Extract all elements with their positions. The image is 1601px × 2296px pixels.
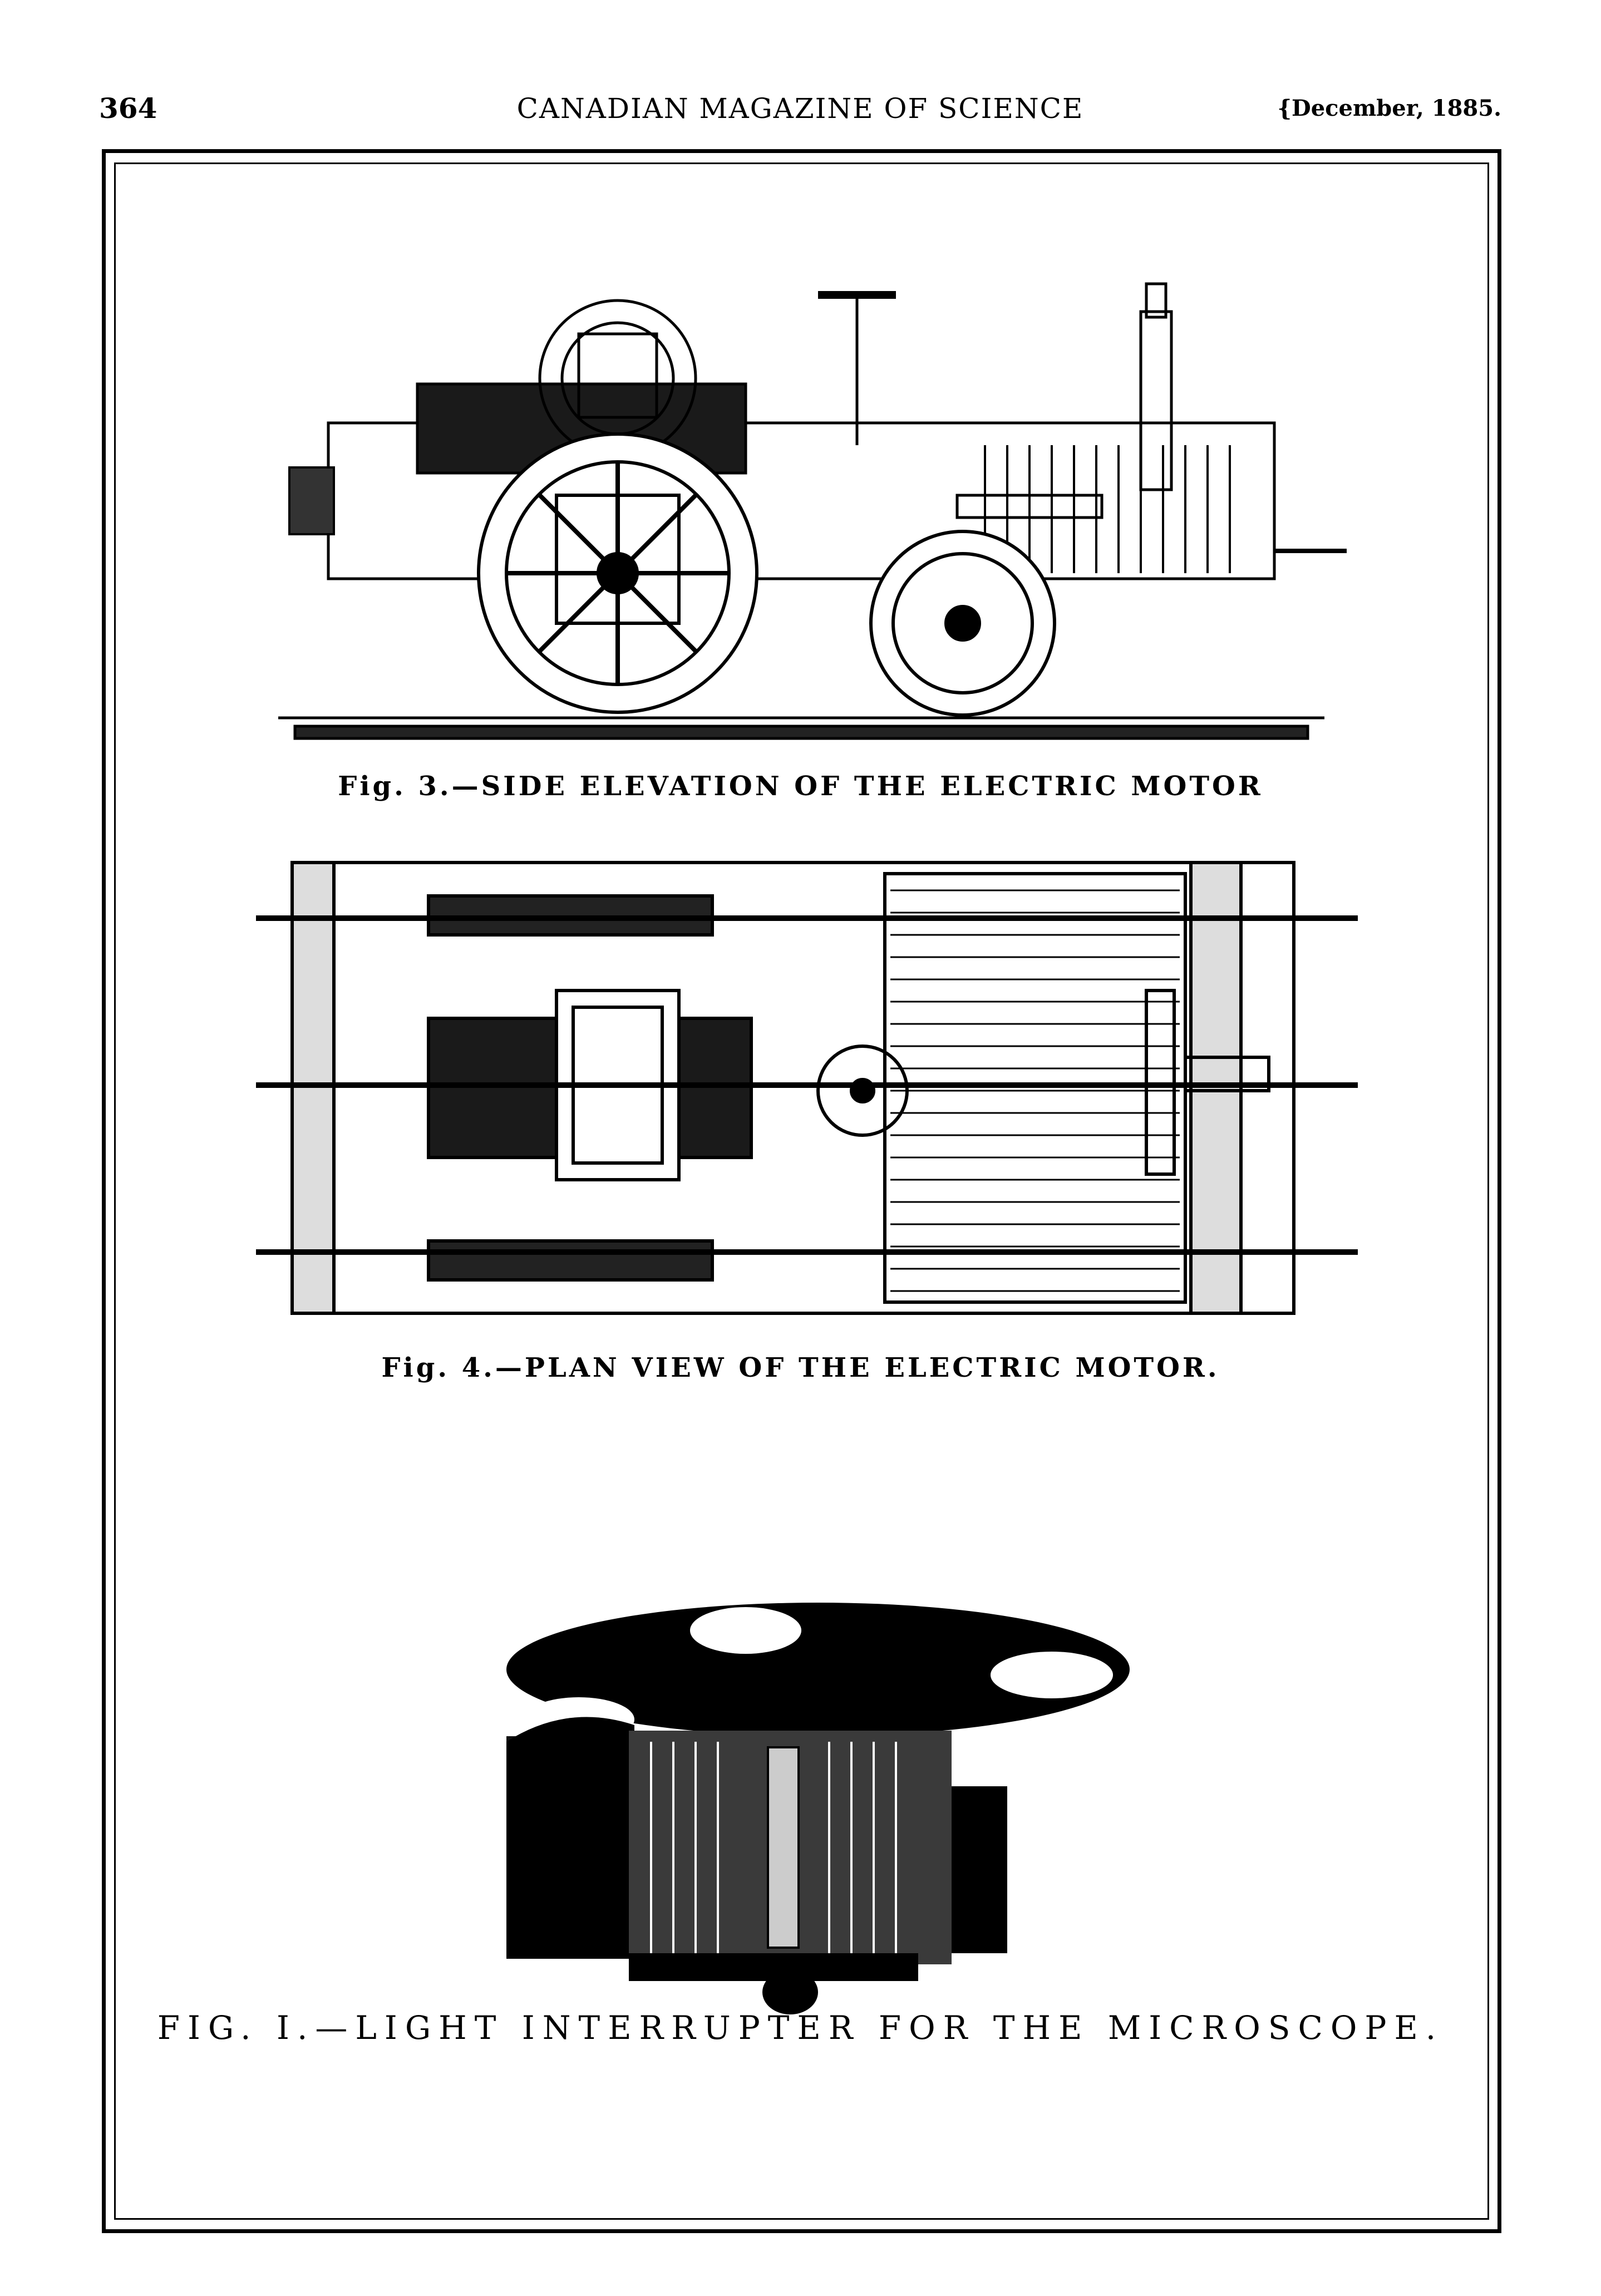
fig3-side-elevation-illustration xyxy=(278,282,1347,740)
fig1-caption: FIG. I.—LIGHT INTERRUPTER FOR THE MICROS… xyxy=(157,2009,1444,2047)
page-header: 364 CANADIAN MAGAZINE OF SCIENCE {Decemb… xyxy=(99,92,1501,136)
page-border-inner xyxy=(114,162,1489,2220)
page-border-outer xyxy=(102,149,1501,2233)
fig3-caption: Fig. 3.—SIDE ELEVATION OF THE ELECTRIC M… xyxy=(338,771,1263,802)
fig1-light-interrupter-illustration xyxy=(506,1603,1130,2014)
fig4-caption: Fig. 4.—PLAN VIEW OF THE ELECTRIC MOTOR. xyxy=(381,1352,1220,1383)
page-number: 364 xyxy=(99,92,157,125)
fig4-plan-view-illustration xyxy=(256,861,1358,1315)
journal-title: CANADIAN MAGAZINE OF SCIENCE xyxy=(516,92,1084,125)
issue-date: {December, 1885. xyxy=(1277,95,1501,121)
